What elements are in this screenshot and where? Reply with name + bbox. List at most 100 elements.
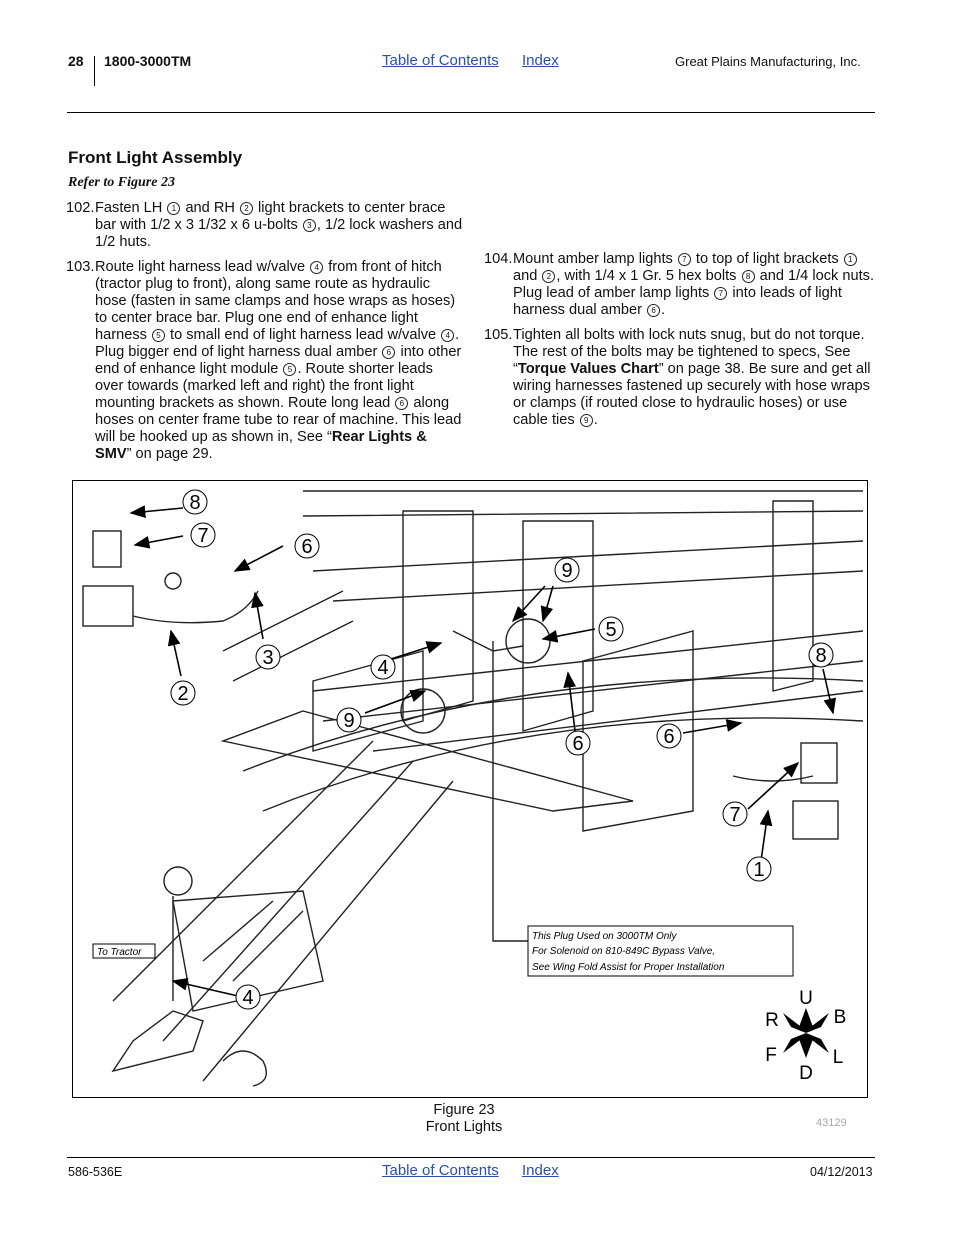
header-index-link[interactable]: Index — [522, 52, 559, 69]
left-column: 102.Fasten LH 1 and RH 2 light brackets … — [66, 200, 464, 471]
orientation-compass: U D R B F L — [765, 988, 846, 1084]
plug-note-line-3: See Wing Fold Assist for Proper Installa… — [532, 962, 725, 973]
figure-caption: Figure 23 Front Lights — [380, 1102, 548, 1136]
compass-arrow-up — [799, 1008, 813, 1033]
callout-bubble — [182, 489, 208, 515]
figure-id: 43129 — [816, 1117, 847, 1129]
callout-label: 6 — [572, 733, 583, 755]
callout-label: 2 — [177, 683, 188, 705]
company-name: Great Plains Manufacturing, Inc. — [675, 54, 861, 69]
header-divider — [94, 56, 95, 86]
callout-circle: 6 — [382, 346, 396, 359]
footer-index-link[interactable]: Index — [522, 1162, 559, 1179]
callout-bubble — [255, 644, 281, 670]
callout-bubble — [336, 707, 362, 733]
callout-arrow — [682, 719, 743, 734]
compass-l: L — [833, 1047, 844, 1068]
callout-bubble — [294, 533, 320, 559]
figure-reference: Refer to Figure 23 — [68, 175, 175, 190]
front-lights-drawing: 8 7 6 3 2 4 9 9 5 6 6 8 7 1 — [82, 489, 864, 1087]
callout-arrow — [390, 641, 443, 660]
callout-circle: 7 — [714, 287, 728, 300]
callout-circle: 1 — [167, 202, 181, 215]
right-column: 104.Mount amber lamp lights 7 to top of … — [484, 251, 876, 437]
callout-circle: 9 — [579, 414, 593, 427]
callout-label: 6 — [663, 726, 674, 748]
step-104: 104.Mount amber lamp lights 7 to top of … — [484, 251, 874, 318]
callout-circle: 5 — [151, 329, 165, 342]
plug-note-line-2: For Solenoid on 810-849C Bypass Valve, — [532, 946, 715, 957]
compass-b: B — [834, 1007, 847, 1028]
callout-label: 6 — [301, 536, 312, 558]
callout-bubble — [554, 557, 580, 583]
plug-note-line-1: This Plug Used on 3000TM Only — [532, 931, 678, 942]
rear-lights-ref: Rear Lights & SMV — [95, 429, 427, 462]
callout-circle: 8 — [741, 270, 755, 283]
doc-title: 1800-3000TM — [104, 53, 192, 69]
callout-circle: 2 — [542, 270, 556, 283]
to-tractor-box — [92, 943, 156, 959]
compass-arrow-l — [806, 1033, 829, 1053]
figure-title: Front Lights — [425, 1119, 503, 1135]
callout-label: 7 — [197, 525, 208, 547]
header-rule — [67, 112, 875, 113]
callout-label: 9 — [343, 710, 354, 732]
step-102: 102.Fasten LH 1 and RH 2 light brackets … — [66, 200, 463, 250]
callout-label: 7 — [729, 804, 740, 826]
callout-circle: 1 — [843, 253, 857, 266]
callout-arrow — [233, 545, 284, 572]
compass-arrow-down — [799, 1033, 813, 1058]
callout-circle: 3 — [302, 219, 316, 232]
callout-arrow — [759, 809, 773, 862]
figure-23: 8 7 6 3 2 4 9 9 5 6 6 8 7 1 — [72, 480, 868, 1098]
callout-bubble — [190, 522, 216, 548]
callout-labels: 8 7 6 3 2 4 9 9 5 6 6 8 7 1 — [170, 489, 834, 1010]
machine-frame-lines — [82, 490, 864, 1087]
callout-arrow — [167, 629, 182, 677]
compass-f: F — [765, 1045, 777, 1066]
figure-number: Figure 23 — [433, 1102, 495, 1118]
callout-arrow — [540, 585, 554, 623]
step-103: 103.Route light harness lead w/valve 4 f… — [66, 259, 462, 462]
compass-u: U — [799, 988, 813, 1009]
callout-circle: 5 — [283, 363, 297, 376]
callout-bubble — [598, 616, 624, 642]
callout-label: 9 — [561, 560, 572, 582]
callout-arrow — [511, 585, 546, 623]
callout-arrow — [747, 761, 800, 810]
plug-note-box — [527, 925, 794, 977]
callout-circle: 6 — [395, 397, 409, 410]
callout-arrow — [251, 591, 264, 640]
callout-arrow — [171, 978, 239, 997]
callout-bubble — [370, 654, 396, 680]
callout-label: 1 — [753, 859, 764, 881]
section-title: Front Light Assembly — [68, 148, 243, 167]
callout-label: 4 — [377, 657, 388, 679]
doc-code: 586-536E — [68, 1165, 123, 1179]
callout-bubble — [808, 642, 834, 668]
callout-bubble — [722, 801, 748, 827]
callout-bubble — [565, 730, 591, 756]
callout-bubble — [746, 856, 772, 882]
header-toc-link[interactable]: Table of Contents — [382, 52, 499, 69]
callout-arrow — [133, 535, 184, 549]
compass-arrow-b — [806, 1013, 829, 1033]
compass-arrow-r — [783, 1013, 806, 1033]
callout-bubble — [235, 984, 261, 1010]
doc-date: 04/12/2013 — [810, 1165, 873, 1179]
callout-label: 8 — [815, 645, 826, 667]
callout-arrow — [563, 671, 577, 732]
callout-circle: 6 — [647, 304, 661, 317]
callout-arrow — [541, 628, 596, 643]
footer-toc-link[interactable]: Table of Contents — [382, 1162, 499, 1179]
compass-r: R — [765, 1010, 779, 1031]
page-number: 28 — [68, 53, 84, 69]
step-105: 105.Tighten all bolts with lock nuts snu… — [484, 327, 871, 428]
callout-bubble — [656, 723, 682, 749]
callout-circle: 7 — [677, 253, 691, 266]
torque-chart-ref: Torque Values Chart — [517, 361, 659, 377]
callout-label: 8 — [189, 492, 200, 514]
callout-circle: 2 — [239, 202, 253, 215]
compass-d: D — [799, 1063, 813, 1084]
callout-circle: 4 — [310, 261, 324, 274]
